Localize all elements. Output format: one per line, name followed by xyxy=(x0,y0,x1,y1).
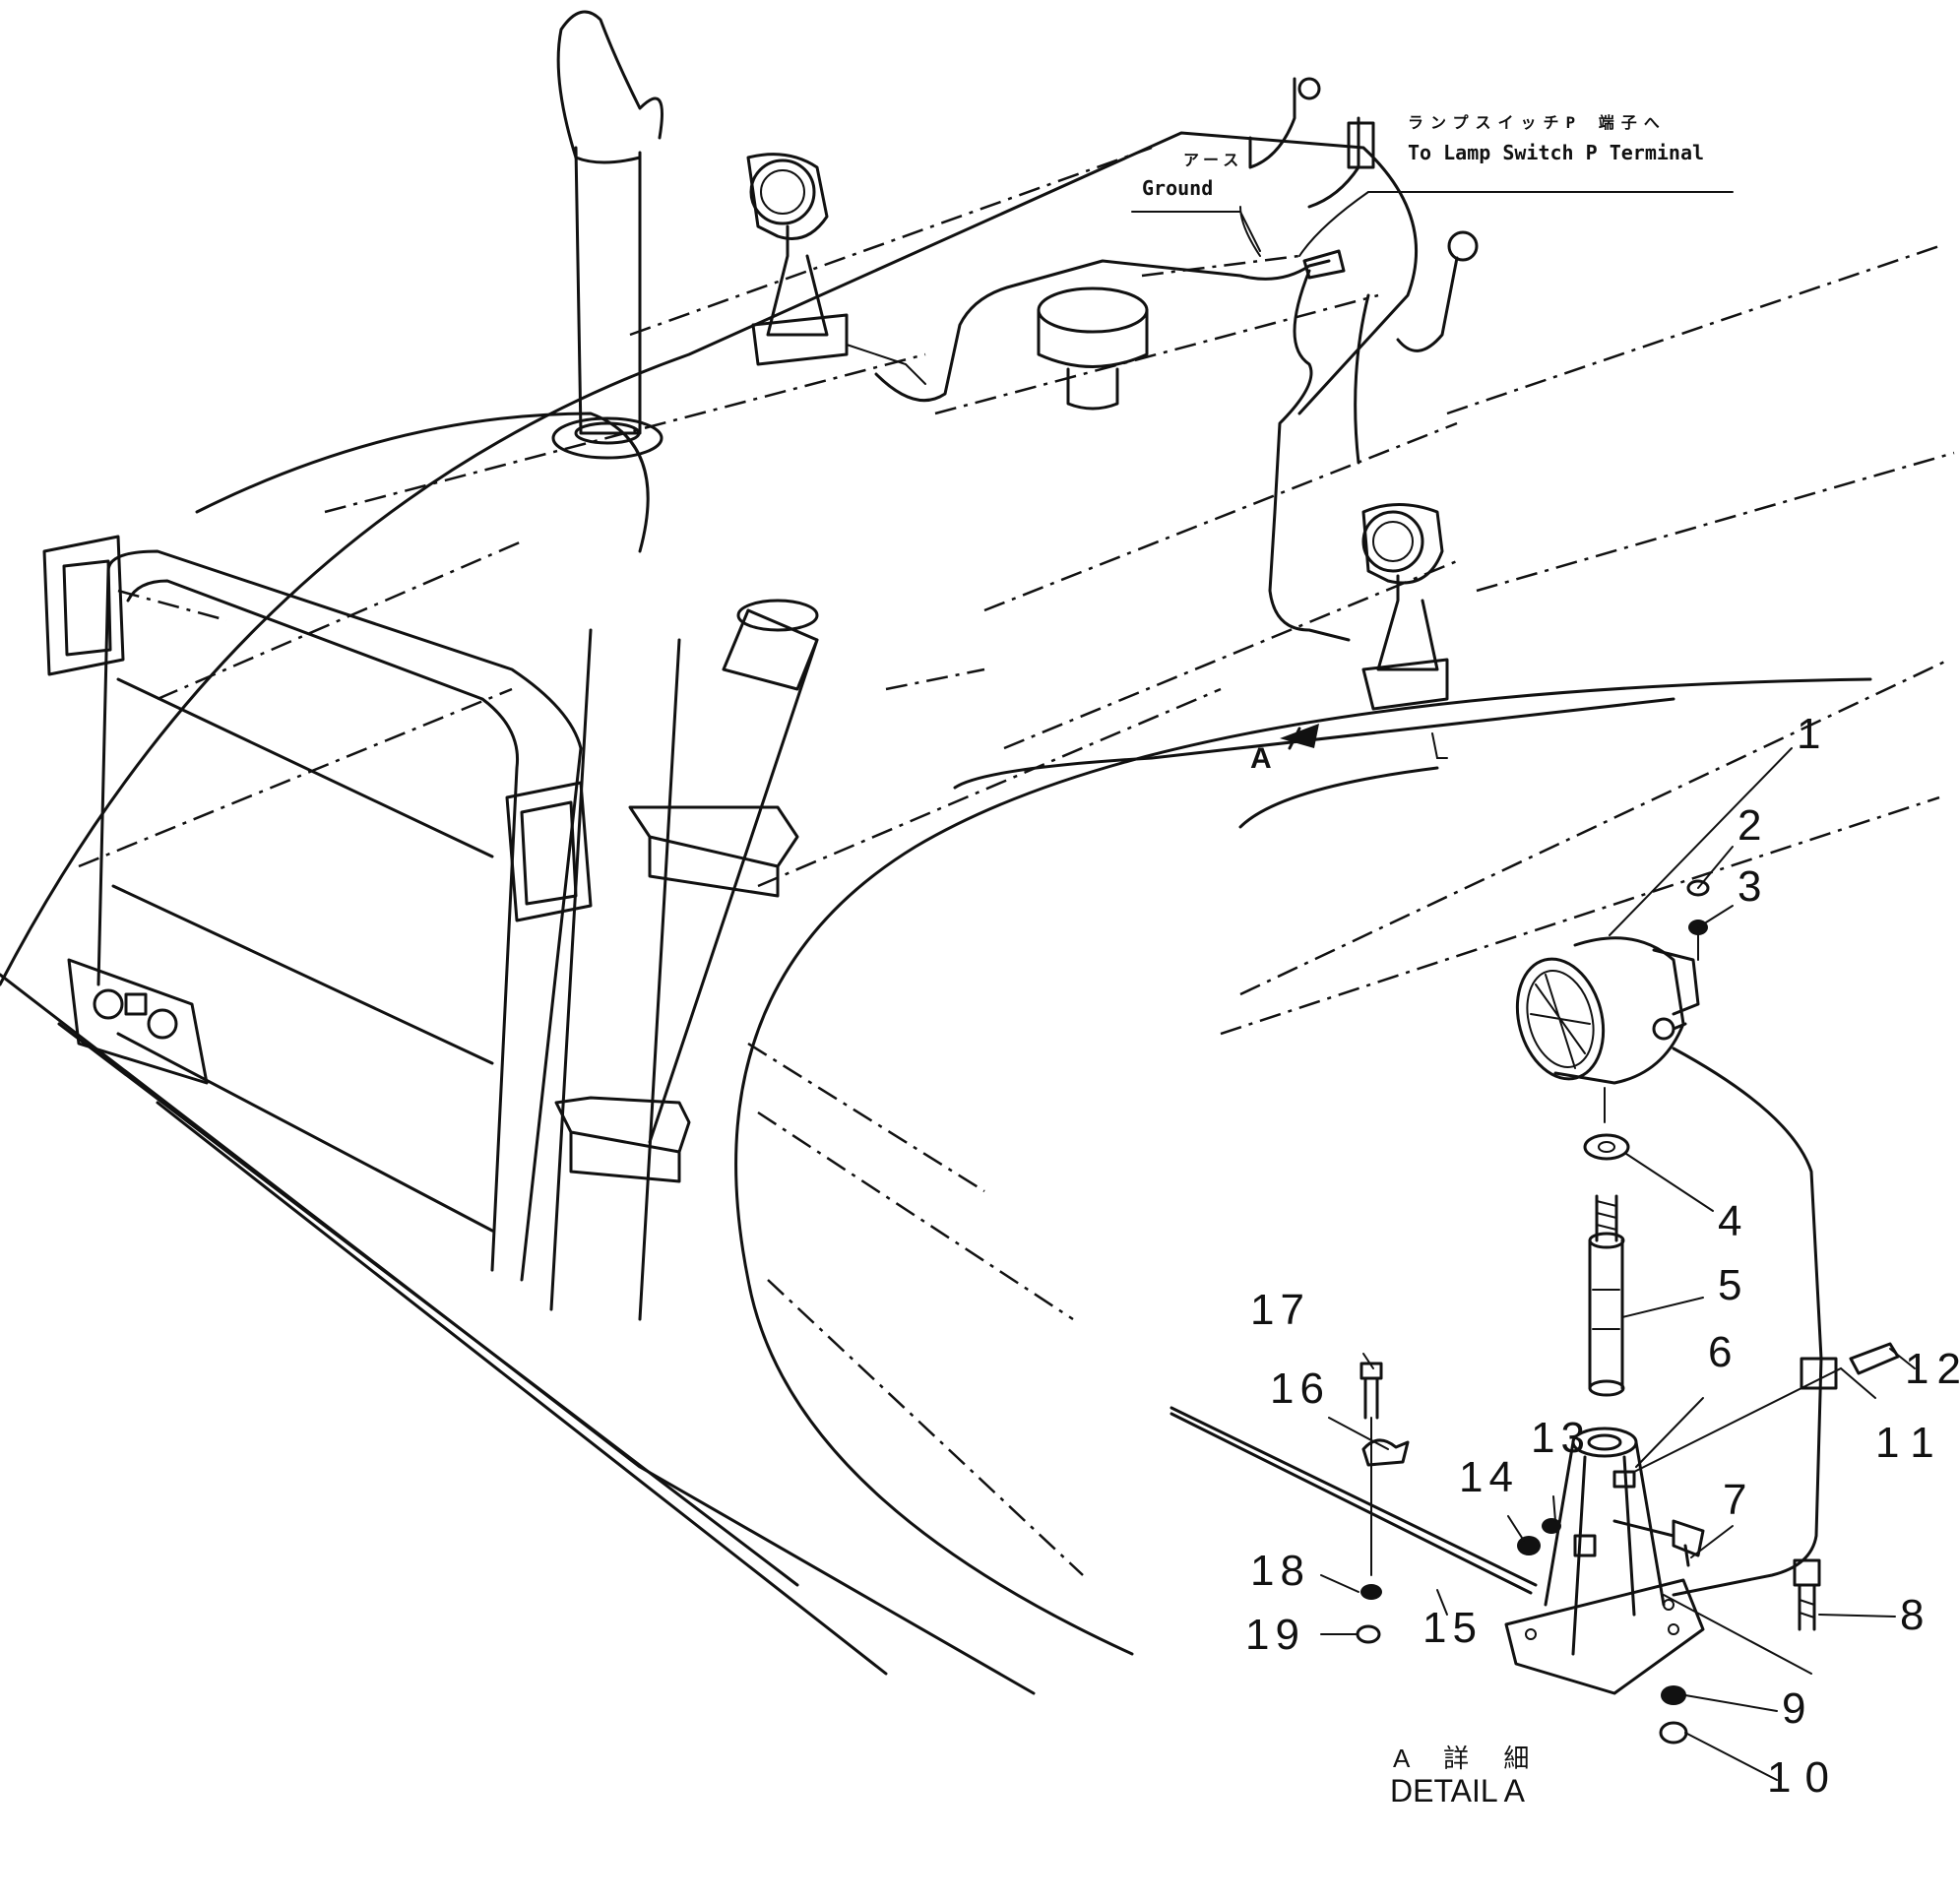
callout-2: 2 xyxy=(1738,801,1761,850)
callout-10: 10 xyxy=(1767,1753,1843,1802)
detail-a-lamp-assembly xyxy=(1169,747,1916,1781)
part-bolt-17 xyxy=(1359,1362,1383,1420)
detail-caption-en: DETAIL A xyxy=(1390,1773,1526,1809)
callout-14: 14 xyxy=(1459,1453,1519,1501)
lamp-switch-label-jp: ランプスイッチP 端子へ xyxy=(1408,113,1667,132)
part-post-5 xyxy=(1588,1194,1625,1397)
part-stand-6 xyxy=(1504,1427,1705,1695)
ground-label-en: Ground xyxy=(1142,176,1213,200)
part-harness-15 xyxy=(1169,1406,1538,1587)
callout-11: 11 xyxy=(1875,1419,1948,1467)
part-washer-19 xyxy=(1356,1624,1381,1644)
callout-numbers: 1 2 3 4 5 6 7 8 9 10 11 12 13 14 15 16 1… xyxy=(1245,710,1959,1802)
part-washer-4 xyxy=(1583,1133,1630,1161)
detail-caption-jp: A 詳 細 xyxy=(1393,1744,1543,1773)
callout-8: 8 xyxy=(1900,1591,1924,1639)
fuel-cap xyxy=(1037,286,1149,411)
callout-17: 17 xyxy=(1250,1286,1310,1334)
callout-4: 4 xyxy=(1718,1197,1741,1245)
callout-9: 9 xyxy=(1782,1684,1805,1733)
rear-work-lamp-right xyxy=(1361,503,1449,711)
part-clip-16 xyxy=(1361,1438,1410,1467)
view-marker-label: A xyxy=(1250,742,1272,775)
callout-3: 3 xyxy=(1738,862,1761,911)
part-lockwasher-18 xyxy=(1360,1584,1382,1600)
callout-18: 18 xyxy=(1250,1547,1310,1595)
callout-1: 1 xyxy=(1797,710,1820,758)
machine-body xyxy=(0,10,1955,1695)
callout-6: 6 xyxy=(1708,1328,1732,1376)
work-lamp-head xyxy=(1515,936,1700,1085)
rear-work-lamp-left xyxy=(746,153,926,385)
part-bolt-12 xyxy=(1849,1342,1900,1375)
part-washer-10 xyxy=(1659,1721,1688,1745)
emblem-icon xyxy=(67,958,209,1085)
part-nut-13 xyxy=(1542,1518,1561,1534)
ground-label-jp: アース xyxy=(1183,151,1243,169)
callout-16: 16 xyxy=(1270,1365,1330,1413)
callout-7: 7 xyxy=(1723,1476,1746,1524)
callout-19: 19 xyxy=(1245,1611,1305,1659)
view-direction-arrow-icon xyxy=(1280,724,1319,750)
part-bolt-8 xyxy=(1793,1558,1821,1631)
callout-13: 13 xyxy=(1531,1414,1591,1462)
callout-15: 15 xyxy=(1422,1604,1483,1652)
part-wingbolt-7 xyxy=(1612,1519,1705,1567)
lamp-switch-label-en: To Lamp Switch P Terminal xyxy=(1408,141,1704,164)
part-nut-14 xyxy=(1517,1536,1541,1555)
part-nut-9 xyxy=(1661,1685,1686,1705)
wire-harness-upper xyxy=(874,191,1734,759)
part-clip-11 xyxy=(1800,1357,1838,1390)
callout-12: 12 xyxy=(1905,1345,1959,1393)
callout-5: 5 xyxy=(1718,1261,1741,1309)
part-washer-2 xyxy=(1686,879,1710,897)
